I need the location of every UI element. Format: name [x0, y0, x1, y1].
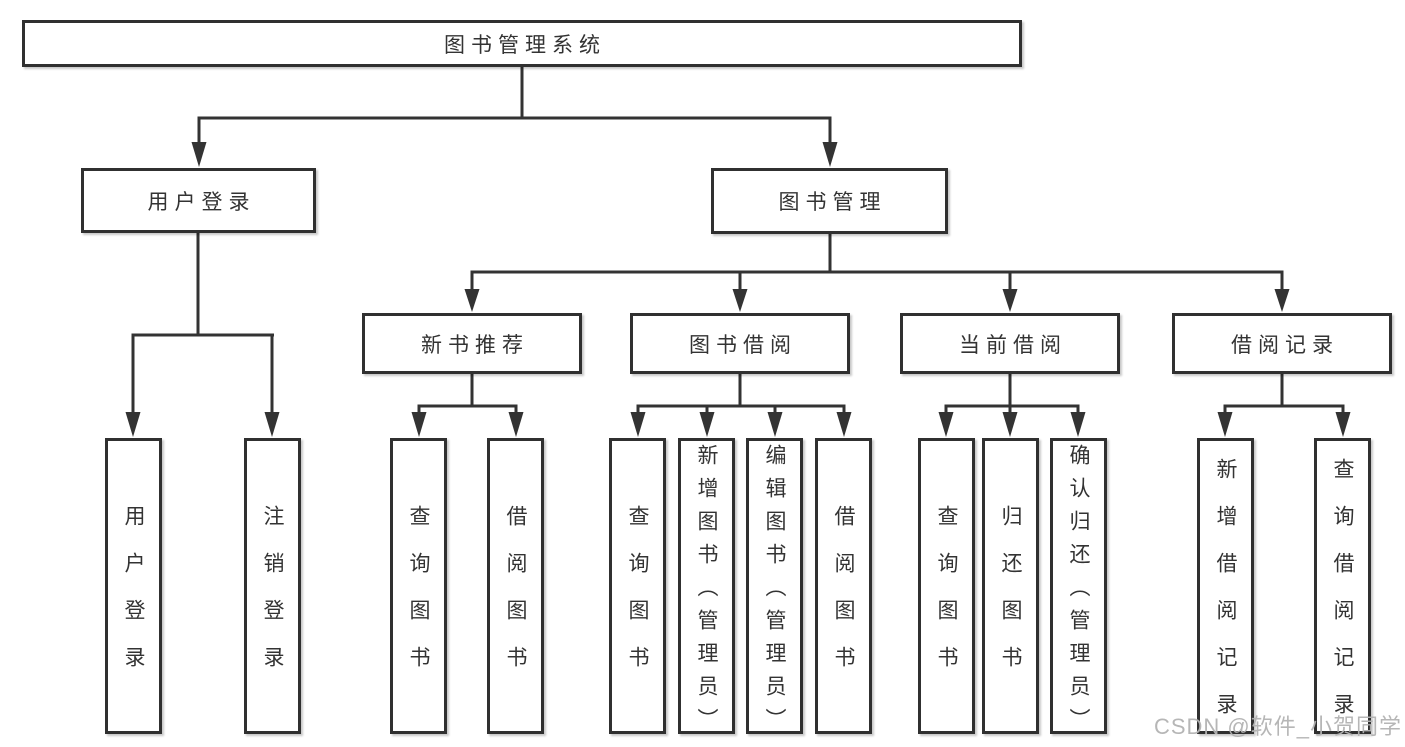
node-leaf-new-books-0: 查询图书 — [390, 438, 447, 734]
node-leaf-borrowing-1-label: 新增图书（管理员） — [695, 443, 718, 741]
node-leaf-new-books-0-label: 查询图书 — [407, 505, 430, 693]
node-book-mgmt-label: 图书管理 — [778, 191, 887, 214]
node-leaf-user-login-0: 用户登录 — [105, 438, 162, 734]
node-leaf-current-0: 查询图书 — [918, 438, 975, 734]
node-new-books: 新书推荐 — [362, 313, 582, 374]
node-leaf-borrowing-3-label: 借阅图书 — [832, 505, 855, 693]
node-leaf-user-login-0-label: 用户登录 — [122, 505, 145, 693]
node-leaf-records-1: 查询借阅记录 — [1314, 438, 1371, 740]
node-new-books-label: 新书推荐 — [421, 333, 529, 357]
node-root: 图书管理系统 — [22, 20, 1022, 67]
node-borrowing: 图书借阅 — [630, 313, 850, 374]
node-leaf-current-1: 归还图书 — [982, 438, 1039, 734]
node-current: 当前借阅 — [900, 313, 1120, 374]
connector-user-login-branch — [125, 233, 280, 437]
connector-borrowing-branch — [630, 374, 852, 437]
node-root-label: 图书管理系统 — [444, 33, 606, 57]
node-leaf-current-1-label: 归还图书 — [999, 505, 1022, 693]
node-user-login-label: 用户登录 — [147, 190, 256, 214]
node-records: 借阅记录 — [1172, 313, 1392, 374]
node-leaf-user-login-1-label: 注销登录 — [261, 505, 284, 693]
connector-records-branch — [1217, 374, 1351, 437]
node-leaf-borrowing-3: 借阅图书 — [815, 438, 872, 734]
node-leaf-borrowing-1: 新增图书（管理员） — [678, 438, 735, 741]
node-leaf-new-books-1: 借阅图书 — [487, 438, 544, 734]
node-leaf-records-0-label: 新增借阅记录 — [1214, 458, 1237, 740]
connector-new-books-branch — [411, 374, 524, 437]
node-leaf-current-2: 确认归还（管理员） — [1050, 438, 1107, 741]
node-leaf-new-books-1-label: 借阅图书 — [504, 505, 527, 693]
node-leaf-records-1-label: 查询借阅记录 — [1331, 458, 1354, 740]
node-borrowing-label: 图书借阅 — [689, 333, 797, 357]
node-leaf-borrowing-2-label: 编辑图书（管理员） — [763, 443, 786, 741]
node-leaf-borrowing-0: 查询图书 — [609, 438, 666, 734]
watermark: CSDN @软件_小贺同学 — [1153, 714, 1402, 739]
node-current-label: 当前借阅 — [959, 333, 1067, 357]
node-leaf-records-0: 新增借阅记录 — [1197, 438, 1254, 740]
connector-current-branch — [938, 374, 1086, 437]
node-user-login: 用户登录 — [81, 168, 316, 233]
node-records-label: 借阅记录 — [1231, 333, 1339, 357]
node-book-mgmt: 图书管理 — [711, 168, 948, 234]
node-leaf-borrowing-2: 编辑图书（管理员） — [746, 438, 803, 741]
node-leaf-borrowing-0-label: 查询图书 — [626, 505, 649, 693]
node-leaf-user-login-1: 注销登录 — [244, 438, 301, 734]
node-leaf-current-0-label: 查询图书 — [935, 505, 958, 693]
node-leaf-current-2-label: 确认归还（管理员） — [1067, 443, 1090, 741]
connector-book-mgmt-branch — [464, 234, 1290, 312]
connector-root-branch — [191, 66, 838, 167]
